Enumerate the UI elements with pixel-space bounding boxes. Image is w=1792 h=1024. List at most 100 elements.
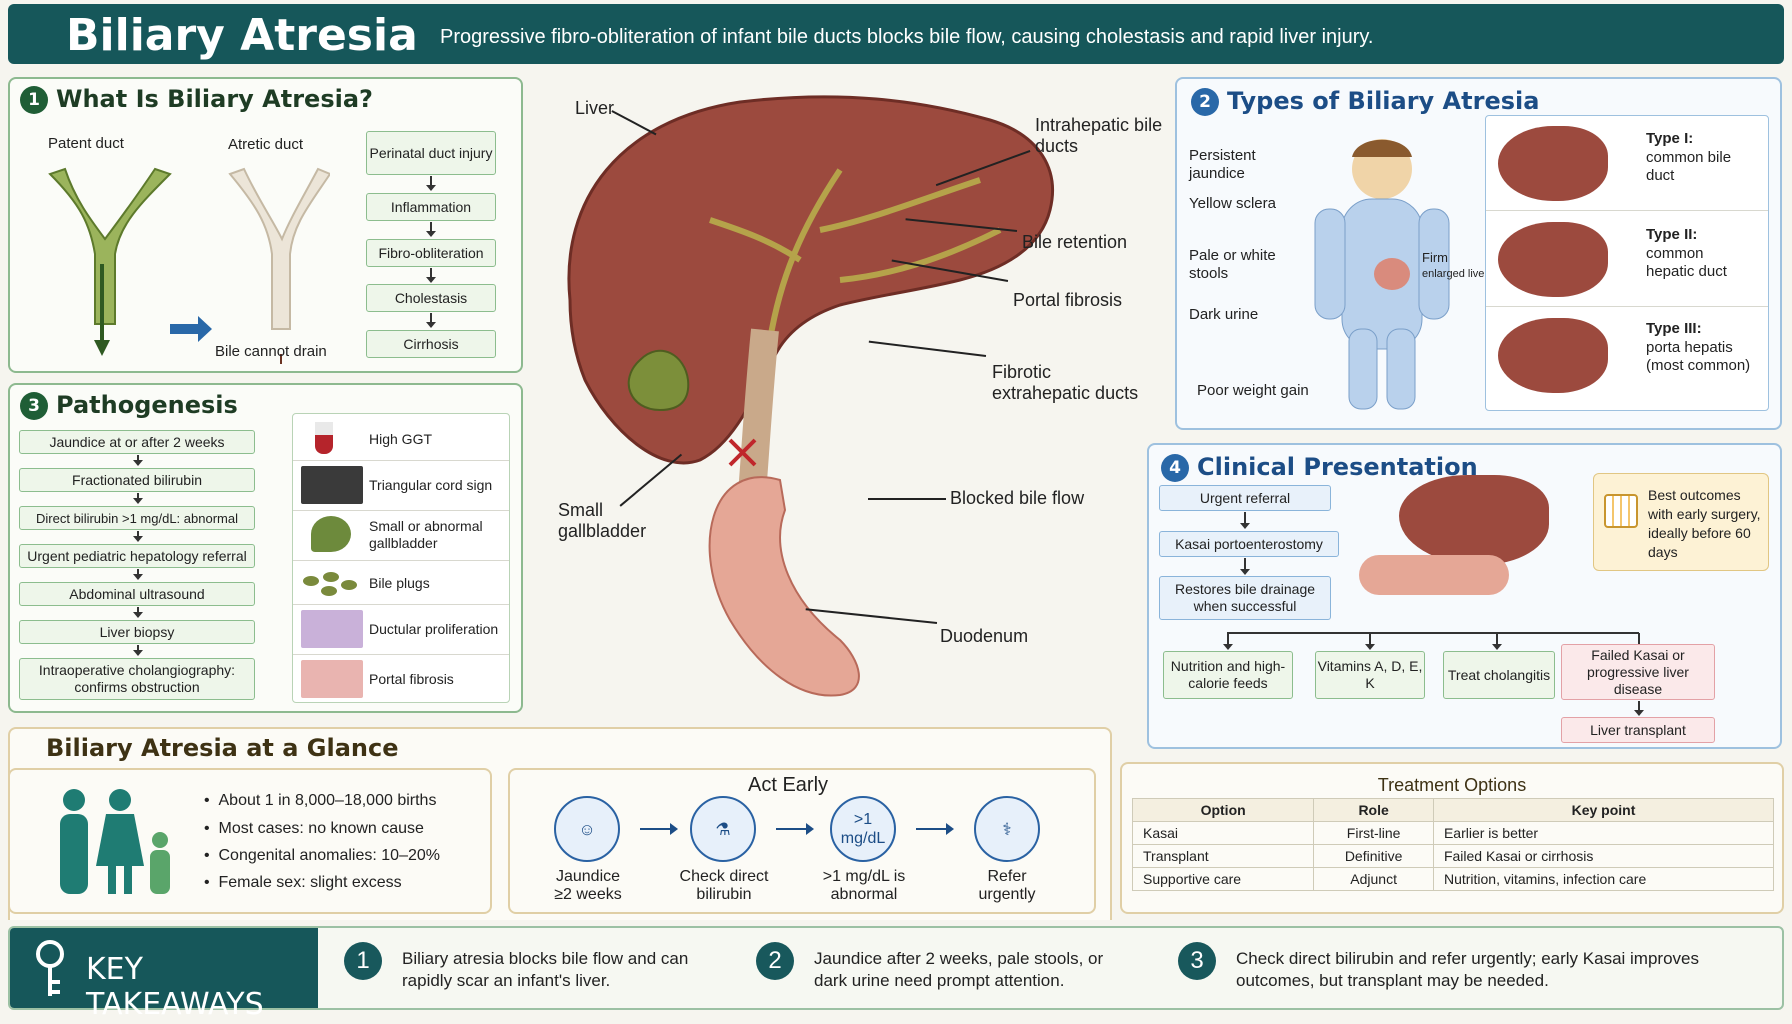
duodenum-label: Duodenum (940, 626, 1029, 646)
act-step-label: Jaundice ≥2 weeks (554, 868, 622, 903)
blood-tube-icon (315, 422, 333, 454)
finding-label: Portal fibrosis (369, 671, 454, 687)
patho-step: Intraoperative cholangiography: confirms… (19, 658, 255, 700)
atretic-duct-label: Atretic duct (228, 136, 304, 153)
fibrosis-icon (301, 660, 363, 698)
patho-step: Liver biopsy (19, 620, 255, 644)
best-outcomes-box: Best outcomes with early surgery, ideall… (1593, 473, 1769, 571)
finding-label: Triangular cord sign (369, 477, 493, 493)
gallbladder-label: Small gallbladder (558, 500, 647, 541)
sign-label: Poor weight gain (1197, 382, 1309, 399)
flow-step: Cholestasis (366, 284, 496, 312)
page-title: Biliary Atresia (66, 10, 418, 61)
patho-step: Urgent pediatric hepatology referral (19, 544, 255, 568)
act-step-label: Refer urgently (978, 868, 1036, 903)
liver-illustration (567, 95, 1054, 697)
portal-fibrosis-label: Portal fibrosis (1013, 290, 1123, 310)
type-desc: porta hepatis (most common) (1646, 339, 1751, 374)
treatment-title: Treatment Options (1377, 775, 1527, 795)
finding-label: High GGT (369, 431, 433, 447)
liver-type3-icon (1498, 318, 1608, 393)
histology-icon (301, 610, 363, 648)
act-early-title: Act Early (748, 774, 829, 796)
takeaway-text: Jaundice after 2 weeks, pale stools, or … (814, 949, 1104, 990)
calendar-icon (1604, 494, 1638, 528)
takeaway-text: Check direct bilirubin and refer urgentl… (1236, 949, 1699, 990)
finding-label: Bile plugs (369, 575, 430, 591)
doctor-icon: ⚕ (974, 796, 1040, 862)
fibrotic-ducts-label: Fibrotic extrahepatic ducts (992, 362, 1139, 403)
fact-item: • Most cases: no known cause (204, 820, 424, 837)
patent-duct-label: Patent duct (48, 135, 124, 152)
key-icon (36, 940, 64, 996)
type-desc: common bile duct (1646, 149, 1732, 184)
flow-step: Inflammation (366, 193, 496, 221)
flow-step: Cirrhosis (366, 330, 496, 358)
flow-step: Perinatal duct injury (366, 131, 496, 175)
findings-list: High GGT Triangular cord sign Small or a… (292, 413, 510, 703)
takeaway-number: 3 (1178, 942, 1224, 980)
takeaway-text: Biliary atresia blocks bile flow and can… (402, 949, 689, 990)
liver-type2-icon (1498, 222, 1608, 297)
intrahepatic-label: Intrahepatic bile ducts (1035, 115, 1163, 156)
key-takeaways-header: KEY TAKEAWAYS (10, 928, 318, 1022)
gallbladder-icon (311, 516, 351, 552)
clinical-step: Kasai portoenterostomy (1159, 531, 1339, 557)
fact-item: • Congenital anomalies: 10–20% (204, 847, 440, 864)
sign-label: Dark urine (1189, 306, 1259, 323)
type-name: Type III: (1646, 320, 1702, 337)
finding-label: Small or abnormal gallbladder (369, 518, 483, 551)
enlarged-label: enlarged liver (1422, 268, 1489, 280)
type-desc: common hepatic duct (1646, 245, 1727, 280)
baby-face-icon: ☺ (554, 796, 620, 862)
bile-retention-label: Bile retention (1022, 232, 1128, 252)
flow-step: Fibro-obliteration (366, 239, 496, 267)
facts-box: • About 1 in 8,000–18,000 births • Most … (8, 768, 492, 914)
key-takeaways-bar: KEY TAKEAWAYS 1 Biliary atresia blocks b… (8, 926, 1784, 1022)
finding-label: Ductular proliferation (369, 621, 499, 637)
key-takeaways-title: KEY TAKEAWAYS (86, 952, 264, 1022)
patho-step: Direct bilirubin >1 mg/dL: abnormal (19, 506, 255, 530)
section-number: 4 (1161, 454, 1189, 482)
treatment-branch: Vitamins A, D, E, K (1315, 651, 1425, 699)
duct-illustration (48, 167, 330, 364)
kasai-illustration (1359, 475, 1549, 615)
sign-label: Pale or white stools (1189, 247, 1276, 282)
ultrasound-icon (301, 466, 363, 504)
clinical-step: Urgent referral (1159, 485, 1331, 511)
header-banner: Biliary Atresia Progressive fibro-oblite… (8, 4, 1784, 64)
family-icon (60, 789, 170, 894)
patho-step: Fractionated bilirubin (19, 468, 255, 492)
act-early-box: Act Early ☺ ⚗ >1 mg/dL ⚕ Jaundice ≥2 wee… (508, 768, 1096, 914)
types-list: Type I: common bile duct Type II: common… (1485, 115, 1769, 411)
fact-item: • Female sex: slight excess (204, 874, 402, 891)
liver-type1-icon (1498, 126, 1608, 201)
glance-title: Biliary Atresia at a Glance (46, 734, 399, 762)
page-subtitle: Progressive fibro-obliteration of infant… (440, 26, 1374, 48)
type-name: Type I: (1646, 130, 1694, 147)
sign-label: Yellow sclera (1189, 195, 1276, 212)
blocked-flow-label: Blocked bile flow (950, 488, 1085, 508)
treatment-branch: Treat cholangitis (1443, 651, 1555, 699)
treatment-branch: Failed Kasai or progressive liver diseas… (1561, 644, 1715, 700)
act-step-label: Check direct bilirubin (679, 868, 769, 903)
takeaway-number: 2 (756, 942, 802, 980)
sign-label: Persistent jaundice (1189, 147, 1256, 182)
treatment-branch: Nutrition and high-calorie feeds (1163, 651, 1293, 699)
section-number: 3 (20, 392, 48, 420)
test-tube-icon: ⚗ (690, 796, 756, 862)
type-name: Type II: (1646, 226, 1698, 243)
act-step-label: >1 mg/dL is abnormal (822, 868, 906, 903)
clinical-step: Restores bile drainage when successful (1159, 576, 1331, 620)
fact-item: • About 1 in 8,000–18,000 births (204, 792, 437, 809)
